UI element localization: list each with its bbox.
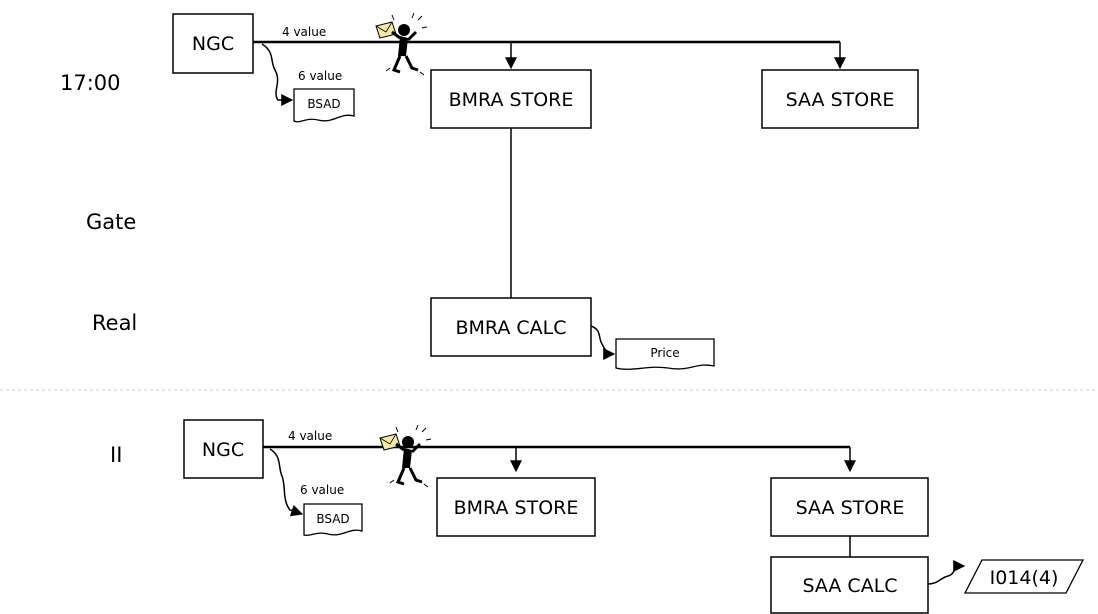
top-arrow-to-price <box>590 325 616 360</box>
bottom-courier-icon <box>378 423 433 489</box>
top-bmra-store-label: BMRA STORE <box>449 89 574 111</box>
bottom-saa-calc-box <box>770 556 929 614</box>
bottom-output-label: I014(4) <box>990 567 1059 589</box>
bottom-saa-store-label: SAA STORE <box>796 497 905 519</box>
top-courier-icon <box>374 11 429 77</box>
top-arrow-to-bsad <box>261 43 294 106</box>
real-label: Real <box>92 311 137 335</box>
top-bmra-calc-label: BMRA CALC <box>455 317 566 339</box>
top-saa-store-label: SAA STORE <box>786 89 895 111</box>
top-ngc-label: NGC <box>192 33 234 55</box>
bottom-bmra-store-box <box>436 477 596 537</box>
second-label: II <box>110 443 122 467</box>
top-section: NGC 4 value 6 value BSAD BMRA STORE SAA … <box>172 11 919 370</box>
time-label: 17:00 <box>60 71 121 95</box>
bottom-section: NGC 4 value 6 value BSAD BMRA STORE SAA … <box>183 419 1085 614</box>
bottom-ngc-label: NGC <box>202 439 244 461</box>
bottom-bmra-store-label: BMRA STORE <box>454 497 579 519</box>
gate-label: Gate <box>86 210 136 234</box>
bottom-arrow-to-bsad <box>269 448 304 517</box>
bottom-saa-store-box <box>770 477 929 537</box>
bottom-four-value-label: 4 value <box>288 429 332 443</box>
bottom-six-value-label: 6 value <box>300 483 344 497</box>
top-price-label: Price <box>650 346 679 360</box>
top-bmra-calc-box <box>430 297 592 357</box>
bottom-saa-calc-label: SAA CALC <box>802 575 897 597</box>
top-bmra-store-box <box>430 69 592 129</box>
top-bsad-doc <box>293 88 355 123</box>
top-bsad-label: BSAD <box>307 97 340 111</box>
top-six-value-label: 6 value <box>298 69 342 83</box>
top-ngc-box <box>172 13 254 74</box>
bottom-ngc-box <box>183 419 264 479</box>
bottom-output-parallelogram <box>963 559 1085 594</box>
bottom-bsad-label: BSAD <box>316 512 349 526</box>
top-four-value-label: 4 value <box>282 25 326 39</box>
bottom-arrow-to-output <box>927 560 966 585</box>
bottom-bsad-doc <box>303 503 363 537</box>
top-saa-store-box <box>761 69 919 129</box>
top-price-doc <box>615 338 715 370</box>
